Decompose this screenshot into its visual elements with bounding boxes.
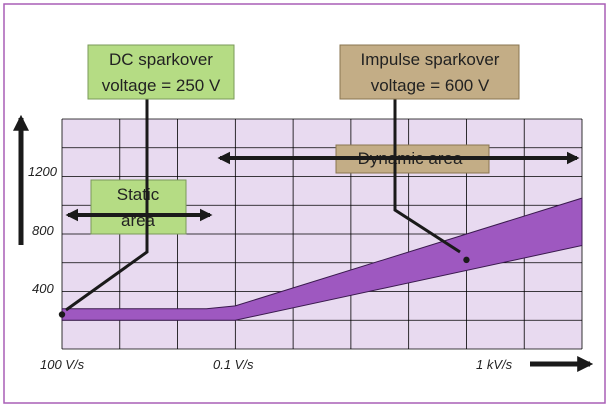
marker-point-1 xyxy=(463,256,470,264)
impulse-sparkover-leader xyxy=(393,98,461,254)
dc-sparkover-label-line2: voltage = 250 V xyxy=(102,76,221,95)
dc-sparkover-leader xyxy=(65,98,149,312)
dc-sparkover-box xyxy=(87,44,235,100)
sparkover-band xyxy=(61,197,583,321)
y-tick-label-400: 400 xyxy=(32,281,54,296)
impulse-sparkover-label-line2: voltage = 600 V xyxy=(371,76,490,95)
x-tick-label-1kvs: 1 kV/s xyxy=(476,357,513,372)
static-area-label-line1: Static xyxy=(117,185,160,204)
x-tick-label-0.1vs: 0.1 V/s xyxy=(213,357,254,372)
y-tick-label-1200: 1200 xyxy=(28,164,58,179)
marker-point-0 xyxy=(58,311,66,318)
static-area-box xyxy=(90,179,187,235)
marker-points xyxy=(58,256,470,318)
outer-frame xyxy=(3,3,606,404)
x-tick-label-100vs: 100 V/s xyxy=(40,357,85,372)
y-tick-label-800: 800 xyxy=(32,223,54,238)
dc-sparkover-label-line1: DC sparkover xyxy=(109,50,213,69)
impulse-sparkover-box xyxy=(339,44,520,100)
impulse-sparkover-label-line1: Impulse sparkover xyxy=(361,50,500,69)
